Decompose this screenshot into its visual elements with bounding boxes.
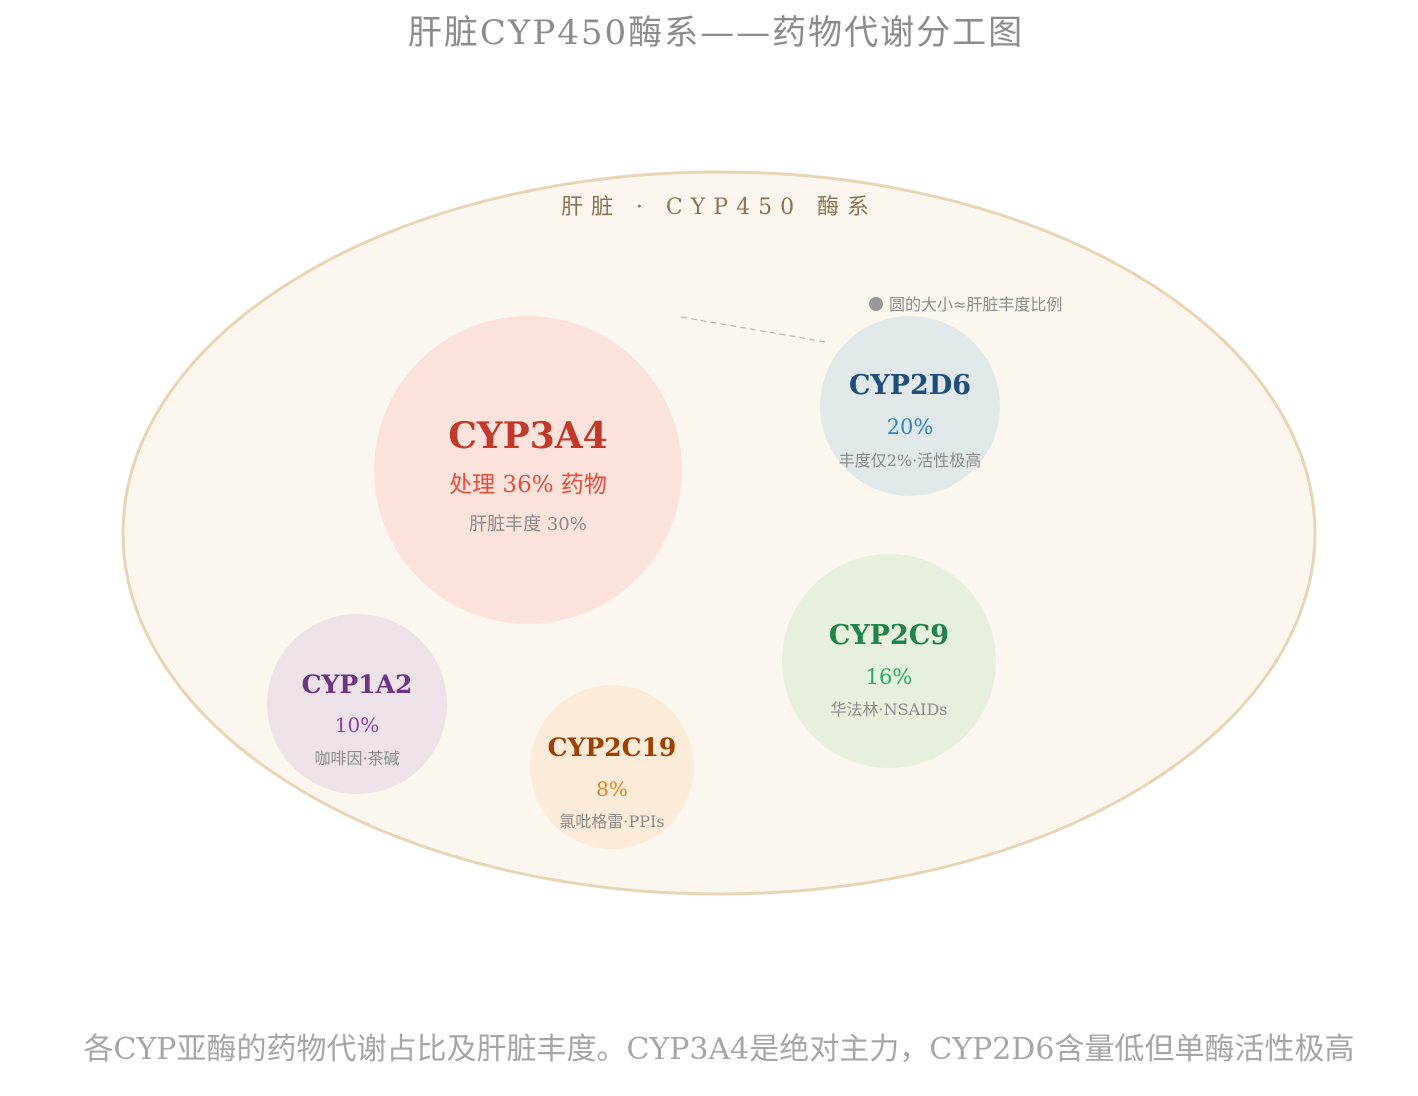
- connector-line: [680, 316, 827, 343]
- enzyme-pct-cyp2c19: 8%: [596, 777, 628, 801]
- enzyme-node-cyp2c19: CYP2C19 8% 氯吡格雷·PPIs: [530, 685, 694, 849]
- enzyme-note-cyp2d6: 丰度仅2%·活性极高: [839, 451, 981, 470]
- caption: 各CYP亚酶的药物代谢占比及肝脏丰度。CYP3A4是绝对主力，CYP2D6含量低…: [84, 1032, 1355, 1067]
- enzyme-name-cyp2d6: CYP2D6: [849, 370, 971, 401]
- legend-note: 圆的大小≈肝脏丰度比例: [889, 295, 1062, 314]
- legend-dot-icon: [869, 297, 883, 311]
- enzyme-pct-cyp3a4: 处理 36% 药物: [449, 472, 607, 498]
- enzyme-node-cyp1a2: CYP1A2 10% 咖啡因·茶碱: [267, 614, 447, 794]
- enzyme-circle-cyp3a4: [374, 316, 682, 624]
- enzyme-note-cyp3a4: 肝脏丰度 30%: [469, 514, 587, 535]
- enzyme-name-cyp2c9: CYP2C9: [829, 620, 949, 651]
- enzyme-note-cyp2c9: 华法林·NSAIDs: [831, 700, 948, 719]
- enzyme-node-cyp2c9: CYP2C9 16% 华法林·NSAIDs: [782, 554, 996, 768]
- enzyme-circle-cyp2c19: [530, 685, 694, 849]
- page-title: 肝脏CYP450酶系——药物代谢分工图: [408, 13, 1024, 53]
- enzyme-note-cyp1a2: 咖啡因·茶碱: [314, 749, 399, 768]
- enzyme-pct-cyp2d6: 20%: [887, 415, 934, 439]
- enzyme-circle-cyp2c9: [782, 554, 996, 768]
- enzyme-pct-cyp2c9: 16%: [866, 665, 913, 689]
- enzyme-name-cyp2c19: CYP2C19: [548, 733, 677, 762]
- liver-outline: [121, 170, 1317, 896]
- enzyme-note-cyp2c19: 氯吡格雷·PPIs: [559, 812, 664, 831]
- enzyme-circle-cyp1a2: [267, 614, 447, 794]
- enzyme-name-cyp3a4: CYP3A4: [448, 415, 607, 457]
- liver-label: 肝脏 · CYP450 酶系: [561, 195, 877, 220]
- enzyme-circle-cyp2d6: [820, 316, 1000, 496]
- enzyme-pct-cyp1a2: 10%: [335, 713, 379, 737]
- legend: 圆的大小≈肝脏丰度比例: [869, 295, 1062, 314]
- enzyme-node-cyp2d6: CYP2D6 20% 丰度仅2%·活性极高: [820, 316, 1000, 496]
- enzyme-name-cyp1a2: CYP1A2: [302, 670, 413, 699]
